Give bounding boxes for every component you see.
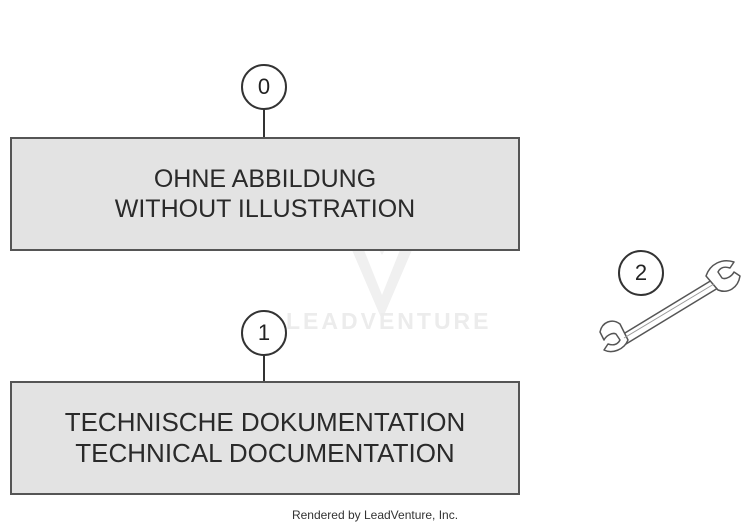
- callout-0[interactable]: 0: [241, 64, 287, 110]
- watermark-text: LEADVENTURE: [286, 308, 492, 334]
- part-1-label-de: TECHNISCHE DOKUMENTATION: [64, 406, 466, 437]
- part-1-label-en: TECHNICAL DOCUMENTATION: [75, 438, 455, 468]
- callout-1[interactable]: 1: [241, 310, 287, 356]
- part-0-label-en: WITHOUT ILLUSTRATION: [114, 195, 416, 223]
- callout-1-number: 1: [257, 320, 271, 345]
- part-1-box[interactable]: TECHNISCHE DOKUMENTATION TECHNICAL DOCUM…: [10, 381, 520, 495]
- rendered-by-footer: Rendered by LeadVenture, Inc.: [291, 508, 459, 522]
- part-0-label-de: OHNE ABBILDUNG: [153, 165, 377, 193]
- callout-2-number: 2: [634, 260, 648, 285]
- callout-0-leader-line: [263, 108, 265, 138]
- callout-2[interactable]: 2: [618, 250, 664, 296]
- callout-1-leader-line: [263, 354, 265, 382]
- part-0-box[interactable]: OHNE ABBILDUNG WITHOUT ILLUSTRATION: [10, 137, 520, 251]
- callout-0-number: 0: [257, 74, 271, 99]
- open-end-wrench-icon[interactable]: [594, 254, 744, 358]
